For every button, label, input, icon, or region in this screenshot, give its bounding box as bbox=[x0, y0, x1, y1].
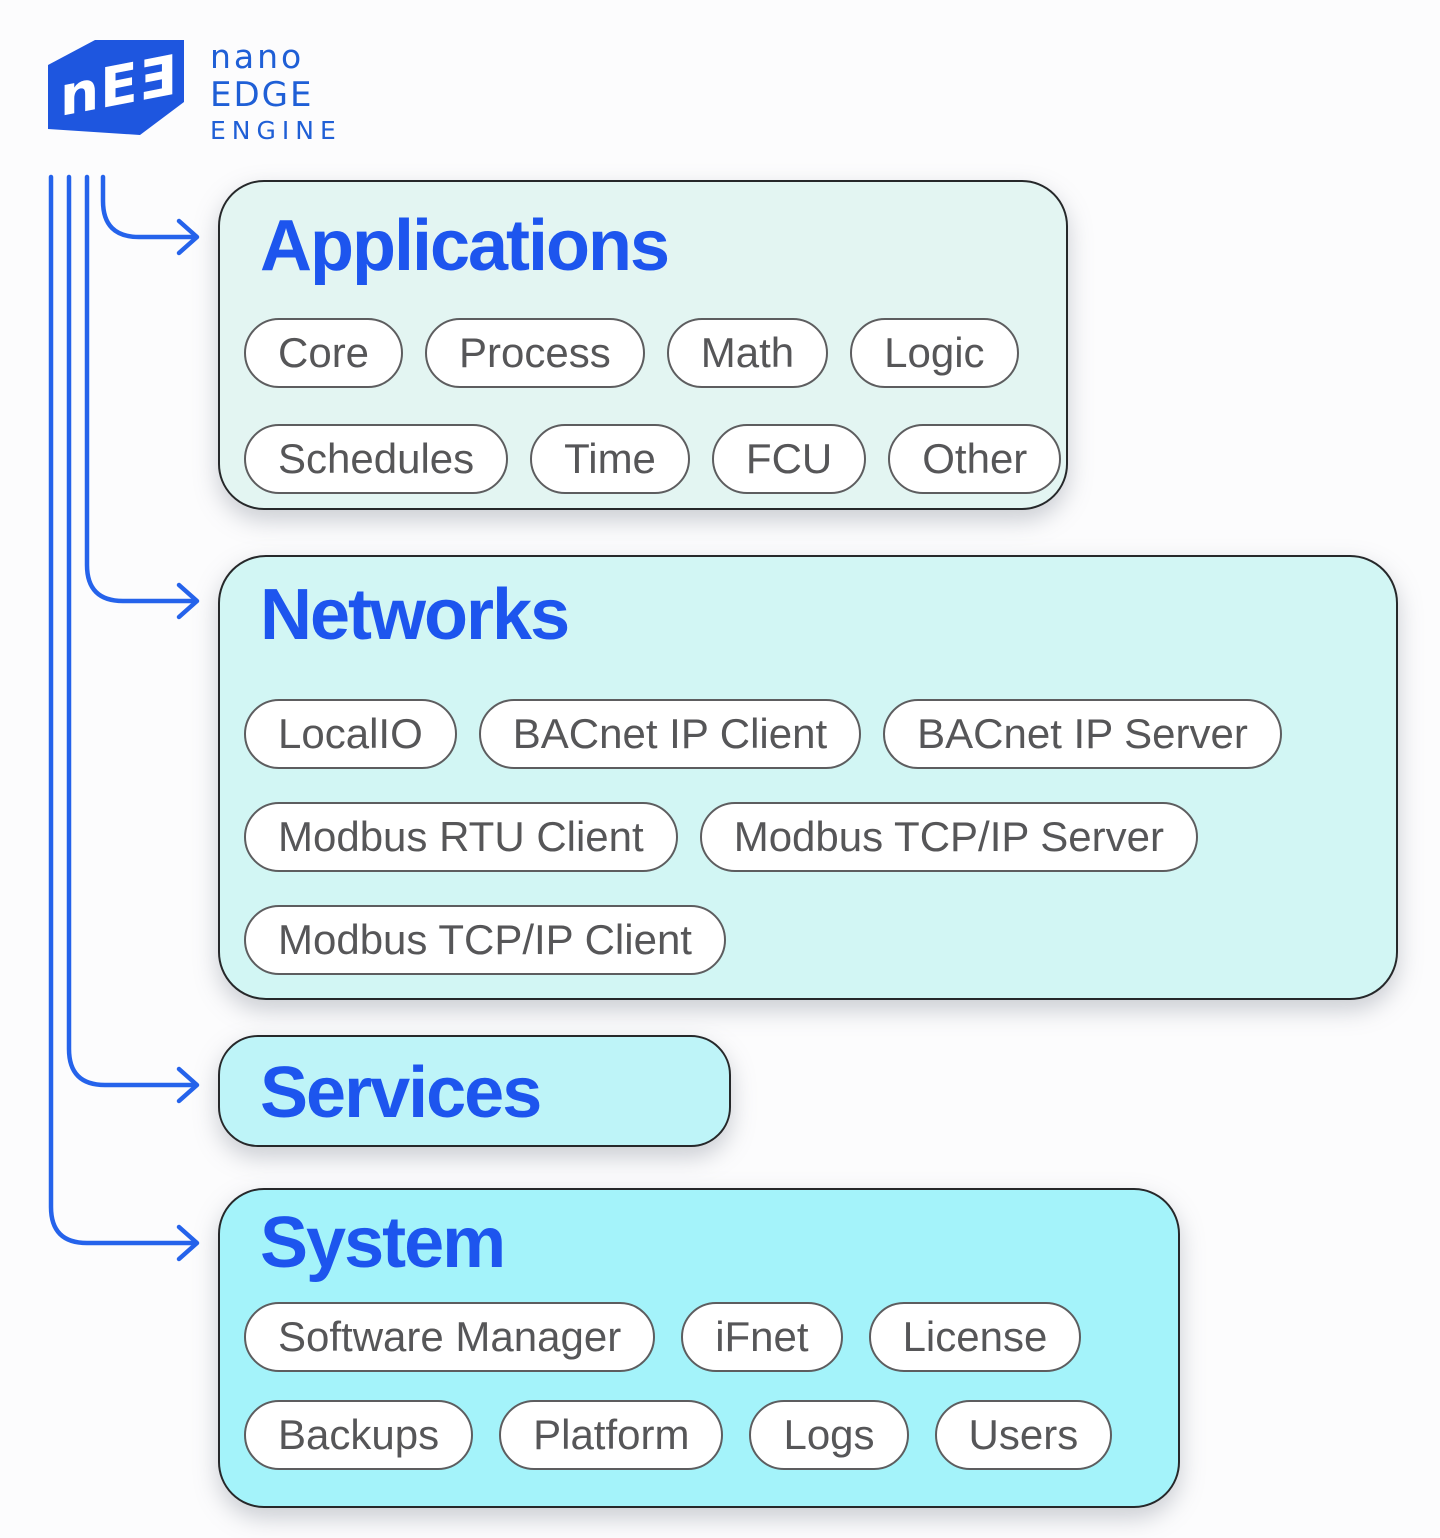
applications-row-2: Schedules Time FCU Other bbox=[244, 424, 1062, 494]
pill-modbus-tcpip-server: Modbus TCP/IP Server bbox=[699, 802, 1198, 872]
system-row-1: Software Manager iFnet License bbox=[244, 1302, 1154, 1372]
arrow-head-to-networks-icon bbox=[176, 582, 200, 620]
pill-math: Math bbox=[666, 318, 829, 388]
pill-software-manager: Software Manager bbox=[244, 1302, 656, 1372]
logo-cube-icon: nEƎ bbox=[48, 40, 184, 135]
pill-backups: Backups bbox=[244, 1400, 474, 1470]
pill-bacnet-ip-client: BACnet IP Client bbox=[478, 699, 862, 769]
networks-row-2: Modbus RTU Client Modbus TCP/IP Server bbox=[244, 802, 1372, 872]
arrow-line-to-applications bbox=[100, 174, 197, 240]
arrow-line-to-system bbox=[48, 174, 197, 1246]
pill-time: Time bbox=[530, 424, 690, 494]
networks-row-1: LocalIO BACnet IP Client BACnet IP Serve… bbox=[244, 699, 1372, 769]
system-title: System bbox=[260, 1203, 506, 1283]
pill-logs: Logs bbox=[749, 1400, 909, 1470]
logo-cube-shape bbox=[48, 40, 184, 135]
system-section: System Software Manager iFnet License Ba… bbox=[218, 1188, 1180, 1508]
pill-modbus-tcpip-client: Modbus TCP/IP Client bbox=[244, 905, 726, 975]
pill-other: Other bbox=[888, 424, 1062, 494]
pill-logic: Logic bbox=[850, 318, 1019, 388]
pill-bacnet-ip-server: BACnet IP Server bbox=[883, 699, 1282, 769]
logo-text-engine: ENGINE bbox=[210, 116, 342, 145]
pill-core: Core bbox=[244, 318, 404, 388]
pill-modbus-rtu-client: Modbus RTU Client bbox=[244, 802, 678, 872]
services-title: Services bbox=[260, 1053, 542, 1133]
arrow-line-to-services bbox=[66, 174, 197, 1088]
arrow-line-to-networks bbox=[84, 174, 197, 604]
networks-row-3: Modbus TCP/IP Client bbox=[244, 905, 1372, 975]
applications-section: Applications Core Process Math Logic Sch… bbox=[218, 180, 1068, 510]
arrow-head-to-services-icon bbox=[176, 1066, 200, 1104]
networks-section: Networks LocalIO BACnet IP Client BACnet… bbox=[218, 555, 1398, 1000]
pill-schedules: Schedules bbox=[244, 424, 509, 494]
applications-title: Applications bbox=[260, 206, 670, 286]
pill-platform: Platform bbox=[499, 1400, 724, 1470]
logo-text-edge: EDGE bbox=[210, 75, 314, 115]
applications-row-1: Core Process Math Logic bbox=[244, 318, 1042, 388]
logo-wordmark: nano EDGE ENGINE bbox=[210, 40, 342, 143]
pill-license: License bbox=[868, 1302, 1082, 1372]
pill-ifnet: iFnet bbox=[681, 1302, 843, 1372]
nano-edge-engine-logo: nEƎ bbox=[48, 38, 186, 143]
arrow-head-to-system-icon bbox=[176, 1224, 200, 1262]
services-section: Services bbox=[218, 1035, 731, 1147]
networks-title: Networks bbox=[260, 575, 570, 655]
logo-text-nano: nano bbox=[210, 37, 305, 76]
arrow-head-to-applications-icon bbox=[176, 218, 200, 256]
pill-process: Process bbox=[425, 318, 645, 388]
system-row-2: Backups Platform Logs Users bbox=[244, 1400, 1154, 1470]
pill-users: Users bbox=[934, 1400, 1113, 1470]
pill-fcu: FCU bbox=[711, 424, 867, 494]
pill-localio: LocalIO bbox=[244, 699, 457, 769]
